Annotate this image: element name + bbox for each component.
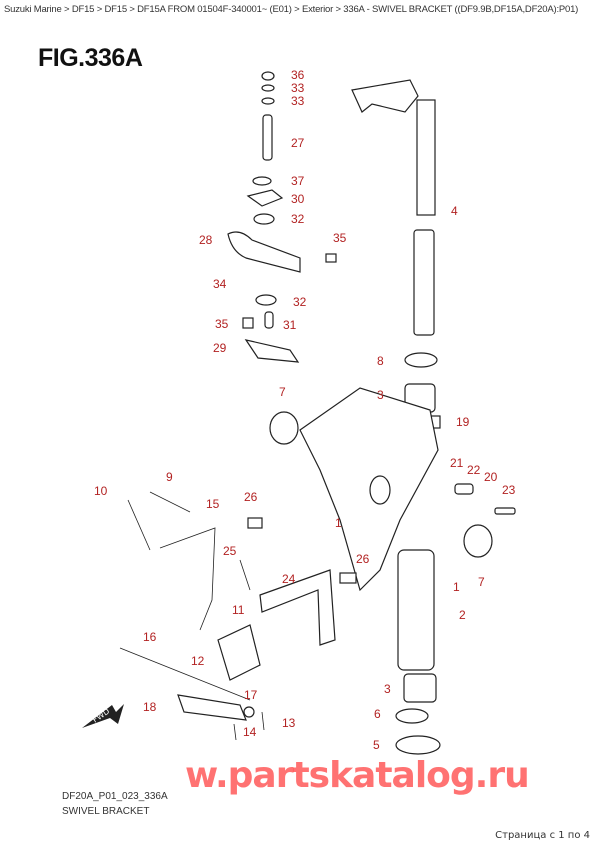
callout[interactable]: 33 [291,94,305,108]
diagram-code: DF20A_P01_023_336A [62,791,168,802]
steering-bracket-part [351,79,436,336]
callout[interactable]: 7 [279,385,286,399]
swivel-bracket-body [299,387,516,671]
callout[interactable]: 30 [291,192,305,206]
callout[interactable]: 11 [232,603,245,617]
fwd-arrow-icon: FWD [82,704,124,728]
bottom-bushings [395,673,441,755]
callout[interactable]: 20 [484,470,498,484]
callout[interactable]: 37 [291,174,305,188]
callout[interactable]: 9 [166,470,173,484]
callouts: 36 33 33 27 37 30 32 28 35 34 32 35 31 2… [94,68,516,752]
callout[interactable]: 25 [223,544,237,558]
callout[interactable]: 3 [377,388,384,402]
callout[interactable]: 8 [377,354,384,368]
callout[interactable]: 18 [143,700,157,714]
diagram-name: SWIVEL BRACKET [62,806,150,817]
callout[interactable]: 26 [356,552,370,566]
small-parts-stack [227,71,337,363]
callout[interactable]: 15 [206,497,220,511]
callout[interactable]: 29 [213,341,227,355]
callout[interactable]: 23 [502,483,516,497]
callout[interactable]: 5 [373,738,380,752]
callout[interactable]: 33 [291,81,305,95]
watermark: w.partskatalog.ru [185,755,530,796]
callout[interactable]: 19 [456,415,470,429]
callout[interactable]: 10 [94,484,108,498]
callout[interactable]: 32 [291,212,305,226]
callout[interactable]: 34 [213,277,227,291]
callout[interactable]: 35 [215,317,229,331]
callout[interactable]: 31 [283,318,297,332]
callout[interactable]: 1 [453,580,460,594]
callout[interactable]: 12 [191,654,205,668]
callout[interactable]: 3 [384,682,391,696]
callout[interactable]: 17 [244,688,258,702]
breadcrumb[interactable]: Suzuki Marine > DF15 > DF15 > DF15A FROM… [4,4,579,15]
callout[interactable]: 1 [335,516,342,530]
callout[interactable]: 13 [282,716,296,730]
callout[interactable]: 32 [293,295,307,309]
callout[interactable]: 14 [243,725,257,739]
callout[interactable]: 7 [478,575,485,589]
callout[interactable]: 27 [291,136,305,150]
callout[interactable]: 28 [199,233,213,247]
pager: Страница с 1 по 4 [495,830,590,841]
springs-levers [119,491,357,741]
callout[interactable]: 2 [459,608,466,622]
callout[interactable]: 16 [143,630,157,644]
callout[interactable]: 6 [374,707,381,721]
callout[interactable]: 22 [467,463,481,477]
callout[interactable]: 26 [244,490,258,504]
callout[interactable]: 36 [291,68,305,82]
callout[interactable]: 24 [282,572,296,586]
figure-title: FIG.336A [38,44,143,72]
callout[interactable]: 4 [451,204,458,218]
callout[interactable]: 21 [450,456,464,470]
callout[interactable]: 35 [333,231,347,245]
